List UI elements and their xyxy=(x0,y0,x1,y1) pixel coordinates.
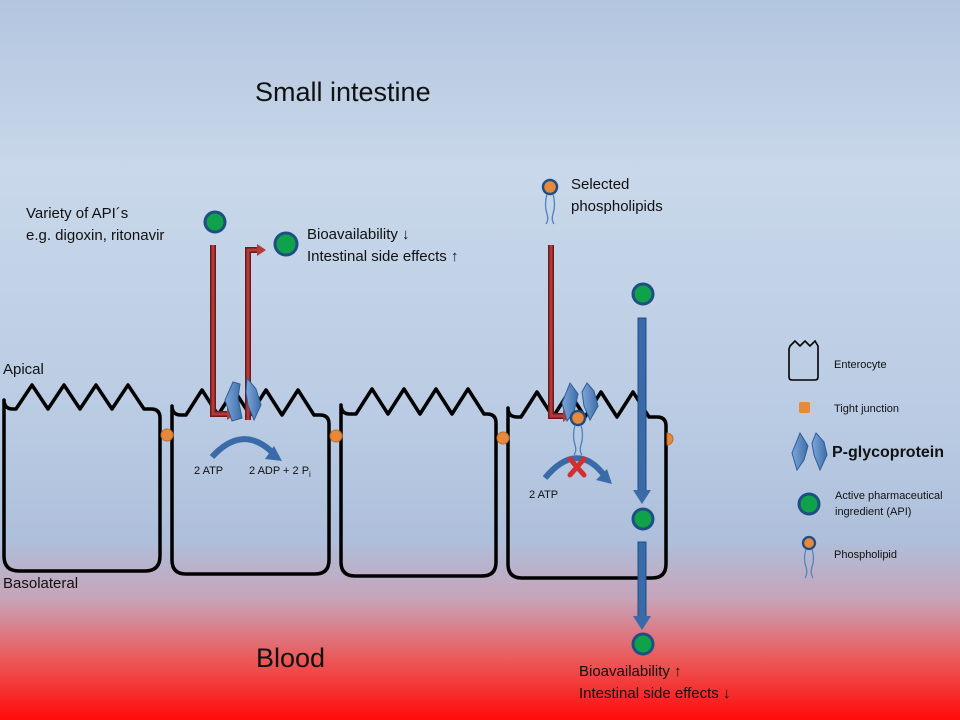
legend-enterocyte-label: Enterocyte xyxy=(834,359,887,371)
phospholipid-in-pgp xyxy=(569,409,587,456)
legend-phospholipid-label: Phospholipid xyxy=(834,549,897,561)
legend-enterocyte-icon xyxy=(788,339,819,381)
tight-junction-dot xyxy=(666,432,674,446)
tight-junction-dot xyxy=(160,428,174,442)
region-label-small-intestine: Small intestine xyxy=(255,77,431,107)
api-molecule xyxy=(631,507,655,531)
legend-tight-junction-icon xyxy=(799,402,810,413)
api-molecule xyxy=(203,210,227,234)
enterocyte-3 xyxy=(339,387,498,578)
efflux-path-left xyxy=(210,244,266,420)
api-variety-label: Variety of API´s e.g. digoxin, ritonavir xyxy=(26,205,165,244)
adp-label-left: 2 ADP + 2 Pi xyxy=(249,465,311,480)
api-molecules xyxy=(203,210,655,656)
legend-pgp-icon xyxy=(791,431,828,472)
atp-arrow-right xyxy=(542,455,612,484)
diffusion-arrow-upper xyxy=(633,317,651,504)
atp-label-left: 2 ATP xyxy=(194,465,224,477)
region-label-blood: Blood xyxy=(256,643,326,673)
blocked-x-icon xyxy=(567,456,587,478)
legend-phospholipid-icon xyxy=(801,535,817,579)
legend-pgp-label: P-glycoprotein xyxy=(832,444,945,461)
tight-junctions xyxy=(160,428,674,446)
legend-tight-junction-label: Tight junction xyxy=(834,403,900,415)
tight-junction-dot xyxy=(496,431,510,445)
label-apical: Apical xyxy=(3,361,44,378)
efflux-outcome-label: Bioavailability ↓ Intestinal side effect… xyxy=(307,226,459,265)
pgp-left xyxy=(224,376,262,422)
phospholipid-top xyxy=(541,178,559,225)
atp-label-right: 2 ATP xyxy=(529,489,559,501)
legend-api-icon xyxy=(797,492,821,516)
diffusion-arrow-lower xyxy=(633,541,651,630)
inhibition-outcome-label: Bioavailability ↑ Intestinal side effect… xyxy=(579,663,731,702)
atp-arrow-left xyxy=(209,436,282,461)
api-molecule xyxy=(631,282,655,306)
api-molecule xyxy=(273,231,299,257)
label-basolateral: Basolateral xyxy=(3,575,79,592)
enterocyte-2 xyxy=(170,388,331,576)
tight-junction-dot xyxy=(329,429,343,443)
enterocyte-4 xyxy=(506,390,668,580)
api-molecule xyxy=(631,632,655,656)
selected-phospholipids-label: Selected phospholipids xyxy=(571,176,663,215)
enterocyte-1 xyxy=(2,383,162,573)
legend-api-label: Active pharmaceutical ingredient (API) xyxy=(835,490,943,518)
